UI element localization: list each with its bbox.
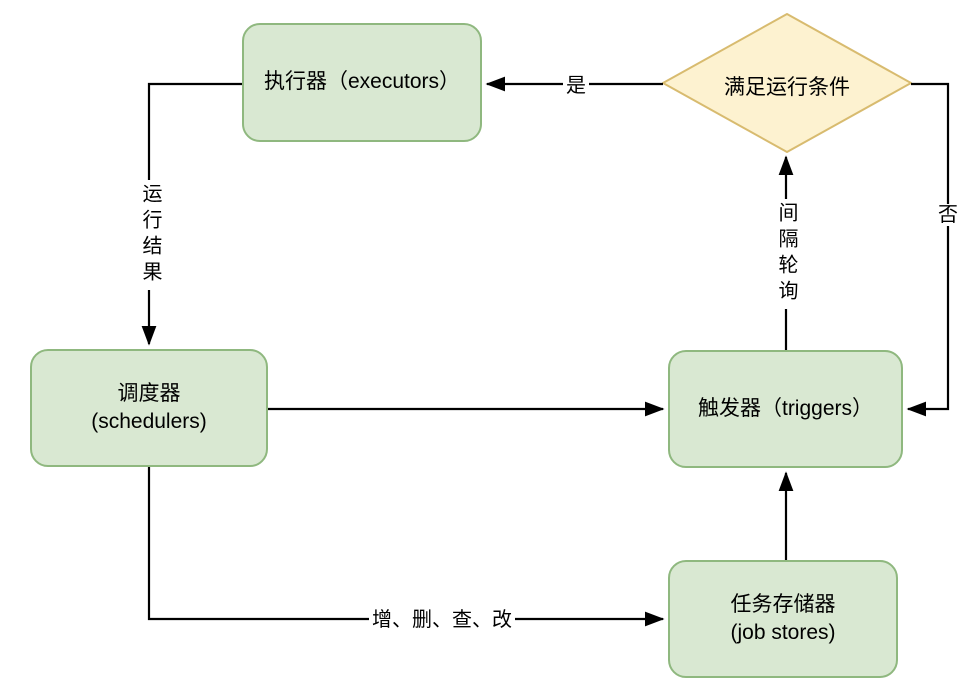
node-schedulers-label-zh: 调度器 <box>117 381 181 405</box>
edge-executors-to-schedulers <box>141 82 242 346</box>
node-executors-label: 执行器（executors） <box>263 70 461 94</box>
node-schedulers: 调度器 (schedulers) <box>30 349 268 467</box>
node-executors: 执行器（executors） <box>242 23 482 142</box>
node-jobstores-label-zh: 任务存储器 <box>730 592 836 616</box>
edge-schedulers-to-jobstores <box>147 467 665 627</box>
edge-label-crud: 增、删、查、改 <box>369 609 515 631</box>
node-schedulers-label-en: (schedulers) <box>91 410 207 433</box>
condition-diamond-shape <box>662 13 912 153</box>
edge-label-yes: 是 <box>563 75 589 97</box>
node-jobstores: 任务存储器 (job stores) <box>668 560 898 678</box>
edge-label-interval-poll: 间隔轮询 <box>775 199 797 309</box>
edge-label-run-result: 运行结果 <box>139 180 161 290</box>
edge-condition-to-triggers <box>906 82 950 417</box>
node-jobstores-label-en: (job stores) <box>730 621 836 644</box>
condition-diamond-label: 满足运行条件 <box>724 76 850 99</box>
edge-label-no: 否 <box>935 204 961 226</box>
node-triggers-label: 触发器（triggers） <box>697 396 874 420</box>
node-triggers: 触发器（triggers） <box>668 350 903 468</box>
